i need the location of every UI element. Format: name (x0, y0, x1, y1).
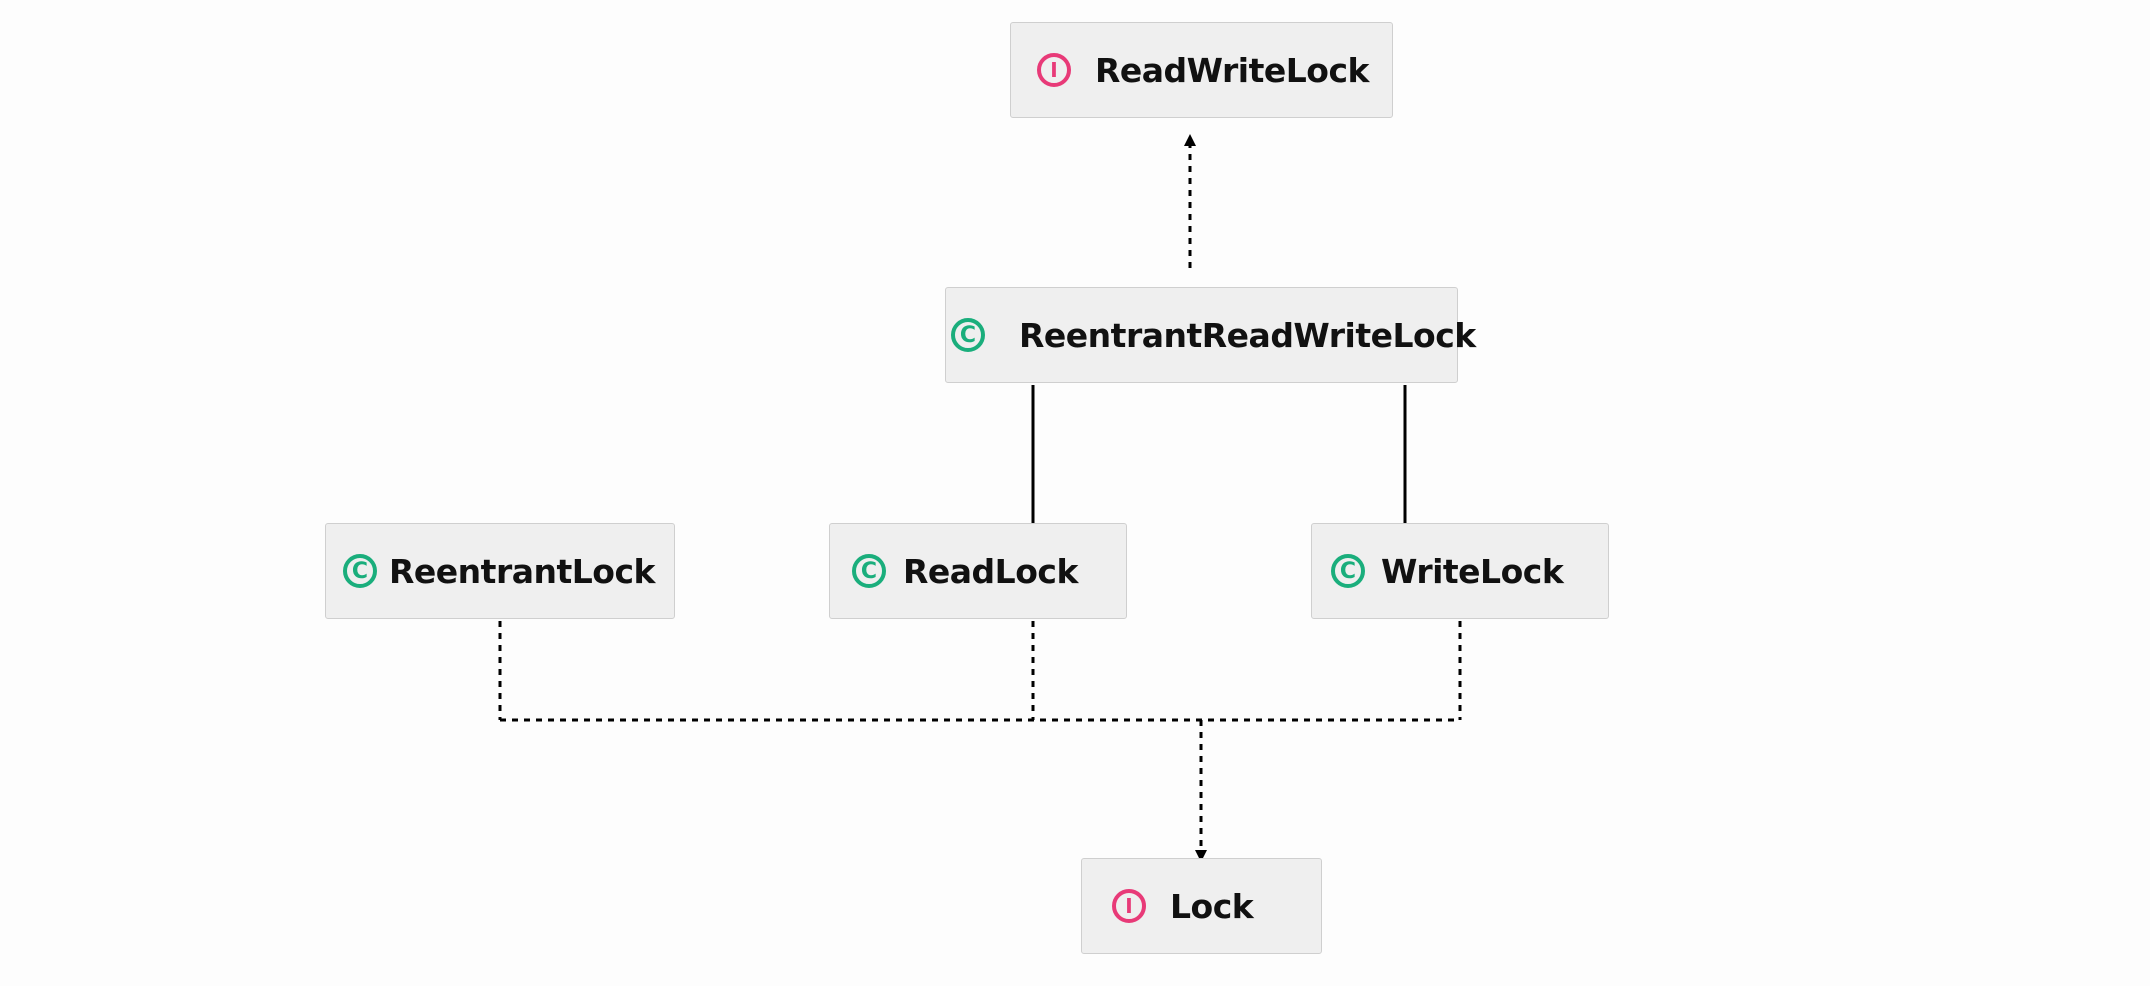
node-reentrantreadwritelock[interactable]: C ReentrantReadWriteLock (945, 287, 1476, 383)
class-icon: C (852, 554, 886, 588)
node-readwritelock[interactable]: I ReadWriteLock (1010, 22, 1393, 118)
node-label-readlock: ReadLock (903, 551, 1078, 591)
node-writelock[interactable]: C WriteLock (1311, 523, 1609, 619)
class-icon: C (951, 318, 985, 352)
node-lock[interactable]: I Lock (1081, 858, 1322, 954)
node-label-reentrantreadwritelock: ReentrantReadWriteLock (1019, 315, 1476, 355)
node-label-lock: Lock (1170, 886, 1254, 926)
interface-icon: I (1112, 889, 1146, 923)
class-icon: C (1331, 554, 1365, 588)
node-readlock[interactable]: C ReadLock (829, 523, 1127, 619)
node-label-reentrantlock: ReentrantLock (389, 551, 655, 591)
class-icon: C (343, 554, 377, 588)
node-reentrantlock[interactable]: C ReentrantLock (325, 523, 675, 619)
node-label-readwritelock: ReadWriteLock (1095, 50, 1369, 90)
node-label-writelock: WriteLock (1381, 551, 1564, 591)
interface-icon: I (1037, 53, 1071, 87)
